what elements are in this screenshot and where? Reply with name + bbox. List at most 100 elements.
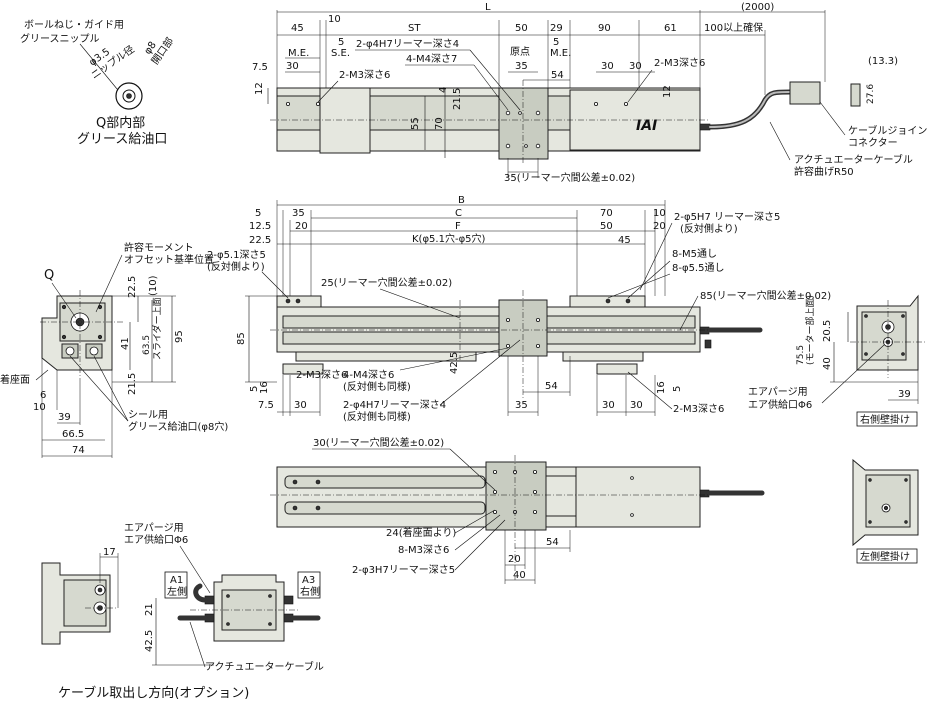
m3-depth-front: 2-M3深さ6	[296, 369, 347, 381]
dim-90: 90	[598, 23, 611, 34]
dim-6: 6	[40, 390, 46, 401]
right-end-view: 20.5 75.5 (モーター部上面) 40 39 エアパージ用 エア供給口Φ6…	[748, 294, 925, 427]
grease-nipple-detail: ボールねじ・ガイド用 グリースニップル φ3.5 ニップル径 φ8 開口部 Q部…	[20, 19, 176, 147]
dim-7-5-front: 7.5	[258, 400, 274, 411]
dim-27-6: 27.6	[866, 84, 876, 104]
dim-95: 95	[174, 330, 185, 343]
dim-12-5: 12.5	[249, 221, 271, 232]
dim-55: 55	[410, 117, 421, 130]
dim-7-5-top: 7.5	[252, 62, 268, 73]
opposite-side-2: (反対側より)	[207, 260, 265, 273]
ream-4h7-front: 2-φ4H7リーマー深さ4	[343, 399, 446, 411]
actuator-cable-option-label: アクチュエーターケーブル	[205, 660, 324, 673]
ream-3h7-note: 2-φ3H7リーマー深さ5	[352, 564, 455, 576]
mount-face-label: 着座面	[0, 373, 30, 386]
bottom-view: 30(リーマー穴間公差±0.02) 24(着座面より) 8-M3深さ6 2-φ3…	[270, 436, 765, 584]
dim-over-100: 100以上確保	[704, 21, 763, 34]
me-label-left: M.E.	[288, 48, 309, 59]
dim-40-bottom: 40	[513, 570, 526, 581]
m3-depth-left: 2-M3深さ6	[339, 69, 390, 81]
dim-39-left: 39	[58, 412, 71, 423]
dim-54-front: 54	[545, 381, 558, 392]
dim-70-right: 70	[600, 208, 613, 219]
dim-21: 21	[144, 603, 155, 616]
a3-label: A3	[302, 575, 315, 586]
m3-depth-bottom: 8-M3深さ6	[398, 544, 449, 556]
air-purge-b-label-2: エア供給口Φ6	[124, 533, 188, 546]
dim-20-bottom: 20	[508, 554, 521, 565]
left-end-view: Q 許容モーメント オフセット基準位置 22.5 (10) 41 63.5 スラ…	[0, 241, 228, 458]
dim-5-top: 5	[338, 37, 344, 48]
dim-ST: ST	[408, 23, 421, 34]
same-side-2: (反対側も同様)	[343, 410, 411, 423]
dim-39-right: 39	[898, 389, 911, 400]
left-wall-mount-label: 左側壁掛け	[860, 550, 910, 563]
dim-30-front-right-b: 30	[630, 400, 643, 411]
dim-20-5: 20.5	[822, 320, 833, 342]
m3-depth-front-right: 2-M3深さ6	[673, 403, 724, 415]
dim-30-right-a: 30	[601, 61, 614, 72]
top-view: IAI L (2000) 45 10 ST 50 29 90 61 100以上確…	[252, 2, 929, 184]
dim-50-right: 50	[600, 221, 613, 232]
seal-grease-label-2: グリース給油口(φ8穴)	[128, 420, 228, 433]
m3-depth-right: 2-M3深さ6	[654, 57, 705, 69]
dim-30-front-right-a: 30	[602, 400, 615, 411]
dim-K: K(φ5.1穴-φ5穴)	[412, 232, 486, 245]
ream-25-note: 25(リーマー穴間公差±0.02)	[321, 276, 452, 289]
dim-54-top: 54	[551, 70, 564, 81]
dim-30-front-left: 30	[294, 400, 307, 411]
brand-logo: IAI	[636, 118, 657, 134]
dim-4: 4	[438, 87, 449, 93]
a3-side: 右側	[300, 585, 320, 598]
dim-42-5-option: 42.5	[144, 630, 155, 652]
dim-50: 50	[515, 23, 528, 34]
dim-45-right: 45	[618, 235, 631, 246]
left-wall-view: 左側壁掛け	[852, 458, 919, 564]
dim-30-left: 30	[286, 61, 299, 72]
allow-moment-label-2: オフセット基準位置	[124, 253, 214, 266]
dim-10-paren: (10)	[148, 275, 159, 296]
se-label: S.E.	[331, 48, 350, 59]
dim-40: 40	[822, 357, 833, 370]
dim-12-left: 12	[254, 82, 265, 95]
dim-2000: (2000)	[741, 2, 774, 13]
dim-5-left: 5	[255, 208, 261, 219]
dim-12-right: 12	[662, 85, 673, 98]
dim-16-right: 16	[656, 381, 667, 394]
dim-35-front: 35	[515, 400, 528, 411]
cable-joint-connector	[789, 81, 821, 105]
dim-35-top: 35	[515, 61, 528, 72]
allow-moment-label: 許容モーメント	[124, 241, 194, 254]
same-side-1: (反対側も同様)	[343, 380, 411, 393]
dim-F: F	[455, 221, 461, 232]
hole-5-1: 2-φ5.1深さ5	[207, 249, 266, 261]
dim-20-left: 20	[295, 221, 308, 232]
opposite-side-1: (反対側より)	[680, 222, 738, 235]
dim-B: B	[458, 195, 465, 206]
actuator-cable-label-2: 許容曲げR50	[794, 165, 854, 178]
seal-grease-label: シール用	[128, 410, 168, 421]
right-wall-mount-label: 右側壁掛け	[860, 413, 910, 426]
dim-30-right-b: 30	[629, 61, 642, 72]
dim-66-5: 66.5	[62, 429, 84, 440]
a1-side: 左側	[167, 585, 187, 598]
dim-22-5-left: 22.5	[127, 276, 138, 298]
dim-29: 29	[550, 23, 563, 34]
cable-joint-label-2: コネクター	[848, 137, 898, 149]
dim-10-right: 10	[653, 208, 666, 219]
dim-20-right: 20	[653, 221, 666, 232]
hole-5-5-through: 8-φ5.5通し	[672, 262, 724, 274]
dim-17: 17	[103, 547, 116, 558]
grease-nipple-title-2: グリースニップル	[20, 32, 100, 45]
dim-54-bottom: 54	[546, 537, 559, 548]
front-view: B C F K(φ5.1穴-φ5穴) 5 35 12.5 20 22.5 70 …	[207, 195, 831, 423]
dim-24-note: 24(着座面より)	[386, 526, 456, 539]
me-label-right: M.E.	[550, 48, 571, 59]
dim-16-left: 16	[259, 381, 270, 394]
connector-side	[850, 83, 861, 107]
m4-depth-front: 4-M4深さ6	[343, 369, 394, 381]
ream-85-note: 85(リーマー穴間公差±0.02)	[700, 289, 831, 302]
dim-L: L	[485, 2, 491, 13]
motor-top-label: (モーター部上面)	[804, 295, 816, 365]
